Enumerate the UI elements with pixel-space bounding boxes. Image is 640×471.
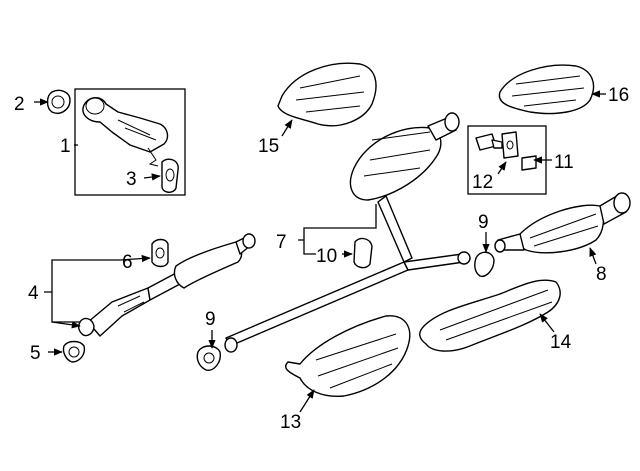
callout-13: 13 <box>280 412 301 433</box>
manifold-inset-box <box>74 88 186 196</box>
muffler-8[interactable] <box>494 192 631 254</box>
center-pipe[interactable] <box>224 195 471 353</box>
callout-14: 14 <box>550 332 572 353</box>
callout-1: 1 <box>60 136 71 157</box>
gasket-9-center[interactable] <box>196 345 221 371</box>
hanger-10[interactable] <box>353 237 373 269</box>
heat-shield-15[interactable] <box>277 62 377 127</box>
callout-9-center: 9 <box>205 309 216 330</box>
callout-15: 15 <box>258 136 279 157</box>
front-pipe-assembly[interactable] <box>77 233 256 337</box>
leader-lines <box>34 90 606 413</box>
callout-11: 11 <box>554 152 574 173</box>
bolt-12[interactable] <box>475 133 503 151</box>
callout-5: 5 <box>30 343 41 364</box>
gasket-2[interactable] <box>46 89 71 114</box>
heat-shield-16[interactable] <box>498 64 595 115</box>
callout-3: 3 <box>126 169 137 190</box>
callout-10: 10 <box>316 246 337 267</box>
gasket-5[interactable] <box>62 340 86 363</box>
callout-8: 8 <box>596 264 607 285</box>
callout-9-rear: 9 <box>478 212 489 233</box>
callout-4: 4 <box>28 283 39 304</box>
hanger-6[interactable] <box>151 238 169 268</box>
exhaust-manifold-converter[interactable] <box>82 97 169 167</box>
bracket-11[interactable] <box>501 131 537 171</box>
callout-2: 2 <box>14 94 25 115</box>
callout-6: 6 <box>122 252 133 273</box>
gasket-9-rear[interactable] <box>474 251 495 277</box>
callout-12: 12 <box>472 172 493 193</box>
resonator[interactable] <box>349 112 460 201</box>
heat-shield-13[interactable] <box>284 315 411 397</box>
callout-7: 7 <box>276 232 287 253</box>
heat-shield-14[interactable] <box>419 279 561 352</box>
callout-labels: 2 1 3 6 4 5 7 10 9 9 8 11 12 15 16 13 14 <box>14 85 629 433</box>
manifold-gasket-3[interactable] <box>161 158 179 193</box>
callout-16: 16 <box>608 85 629 106</box>
